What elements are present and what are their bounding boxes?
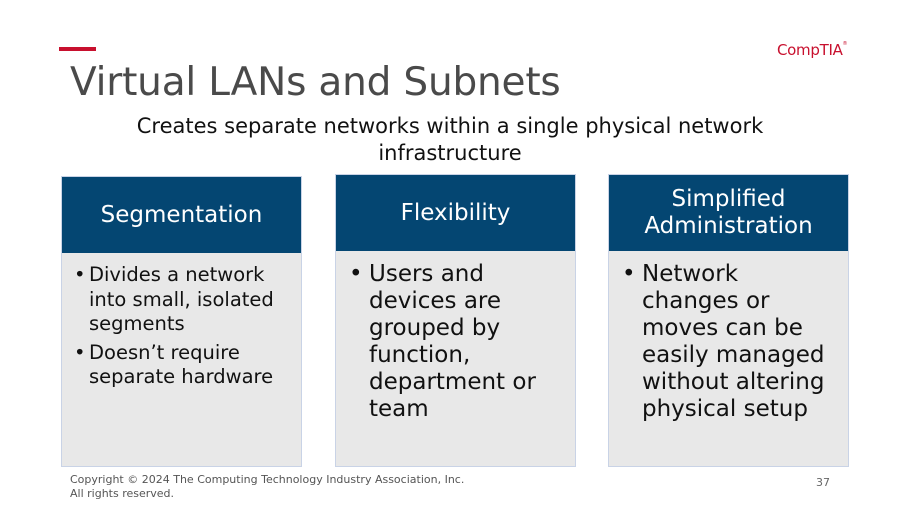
bullet-item: Doesn’t require separate hardware (72, 341, 291, 390)
bullet-item: Users and devices are grouped by functio… (346, 261, 565, 423)
copyright-footer: Copyright © 2024 The Computing Technolog… (70, 473, 465, 500)
slide-subtitle: Creates separate networks within a singl… (136, 114, 764, 165)
comptia-logo: CompTIA® (777, 41, 848, 59)
card-flexibility: Flexibility Users and devices are groupe… (335, 174, 576, 467)
card-segmentation: Segmentation Divides a network into smal… (61, 176, 302, 467)
card-heading: Segmentation (62, 177, 301, 253)
bullet-item: Divides a network into small, isolated s… (72, 263, 291, 337)
page-number: 37 (816, 476, 830, 489)
slide-title: Virtual LANs and Subnets (70, 60, 561, 105)
bullet-item: Network changes or moves can be easily m… (619, 261, 838, 423)
title-accent-bar (59, 47, 96, 51)
card-simplified-administration: Simplified Administration Network change… (608, 174, 849, 467)
card-heading: Simplified Administration (609, 175, 848, 251)
card-heading: Flexibility (336, 175, 575, 251)
